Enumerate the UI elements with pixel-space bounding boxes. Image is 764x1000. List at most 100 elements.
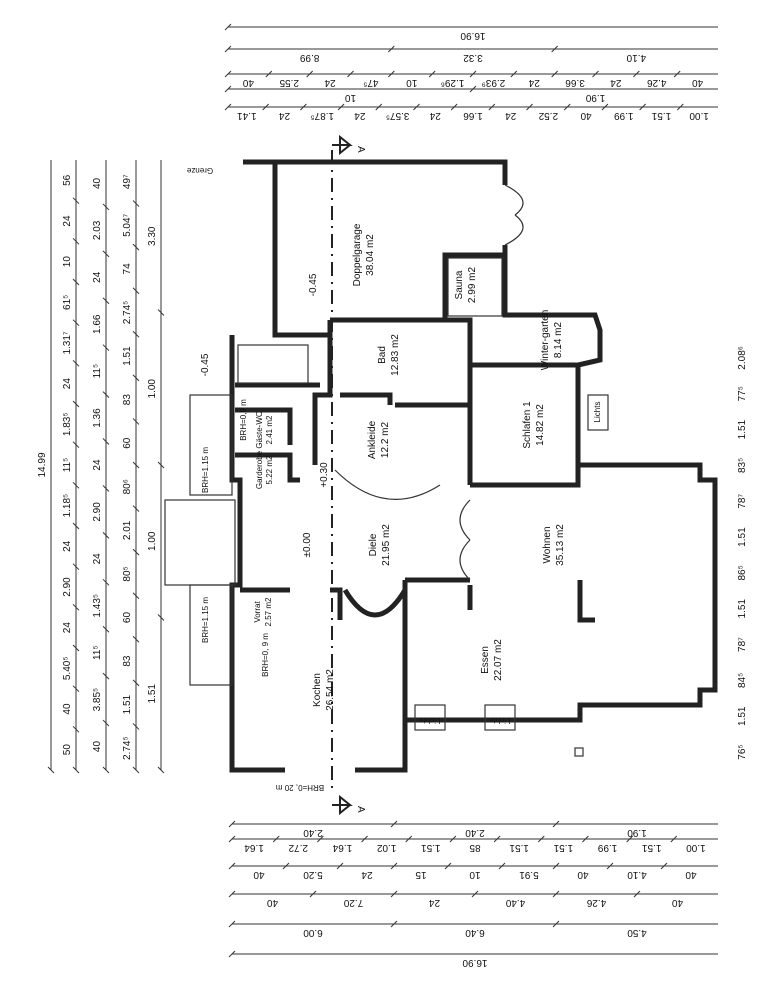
bottom-dimension-label: 16.90 (462, 957, 487, 968)
bottom-dimension-label: 40 (672, 897, 684, 908)
entrance-landing (164, 499, 236, 586)
left-dimension-label: 10 (62, 256, 73, 268)
staircase (334, 469, 441, 501)
dimension-tick (47, 766, 55, 774)
room-name-kochen: Kochen (312, 673, 323, 707)
left-dimension-label: 40 (62, 703, 73, 715)
left-dimension-label: 24 (92, 553, 103, 565)
top-dimension-label: 1.90 (585, 92, 605, 103)
bottom-dimension-label: 1.51 (421, 842, 441, 853)
entrance-steps-lower (189, 584, 233, 686)
bottom-dimension-label: 15 (415, 869, 427, 880)
dimension-tick (102, 532, 110, 539)
left-dimension-label: 50 (62, 744, 73, 756)
top-dimension-label: 1.29⁶ (441, 77, 465, 88)
top-dimension-label: 24 (610, 77, 622, 88)
dimension-tick (526, 103, 533, 111)
dimension-tick (537, 835, 545, 843)
top-dimension-label: 2.55 (279, 77, 299, 88)
dimension-tick (551, 70, 559, 78)
dimension-tick (390, 862, 398, 870)
left-dimension-label: 2.74⁵ (122, 736, 133, 760)
dimension-tick (552, 820, 560, 828)
dimension-tick (224, 45, 232, 53)
dimension-tick (228, 890, 236, 898)
room-name-wohnen: Wohnen (542, 526, 553, 563)
dimension-tick (72, 603, 80, 611)
dimension-tick (102, 578, 110, 586)
right-dimension-label: 84⁵ (737, 673, 748, 688)
dimension-tick (413, 103, 420, 111)
top-dimension-label: 2.52 (538, 110, 558, 121)
dimension-tick (262, 103, 270, 111)
dimension-tick (102, 250, 110, 258)
dimension-tick (552, 890, 560, 898)
dimension-tick (132, 330, 140, 338)
dimension-tick (676, 103, 684, 111)
left-dimension-label: 24 (62, 215, 73, 227)
level-outside: -0.45 (200, 353, 211, 376)
left-dimension-label: 1.36 (92, 408, 103, 428)
dimension-tick (72, 237, 80, 245)
top-dimension-label: 3.66 (565, 77, 585, 88)
top-dimension-label: 10 (406, 77, 418, 88)
dimension-tick (582, 835, 589, 843)
dimension-tick (405, 835, 413, 843)
dimension-tick (102, 297, 110, 305)
dimension-tick (510, 70, 518, 78)
left-dimension-label: 56 (62, 174, 73, 186)
left-dimension-label: 2.74⁵ (122, 301, 133, 325)
bottom-dimension-label: 85 (469, 842, 481, 853)
bottom-dimension-label: 1.51 (509, 842, 529, 853)
top-dimension-label: 40 (692, 77, 704, 88)
dimension-tick (309, 890, 317, 898)
top-dimension-label: 40 (580, 110, 592, 121)
dimension-tick (552, 920, 560, 928)
dimension-tick (132, 418, 140, 425)
top-dimension-label: 24 (505, 110, 517, 121)
bottom-dimension-label: 1.64 (244, 842, 264, 853)
room-area-garage: 38.04 m2 (365, 234, 376, 276)
stairs-down (237, 344, 309, 384)
bottom-dimension-label: 6.40 (465, 927, 485, 938)
dimension-tick (375, 103, 383, 111)
dimension-tick (265, 70, 273, 78)
dimension-tick (102, 672, 110, 680)
left-dimension-label: 14.99 (37, 452, 48, 477)
dimension-tick (626, 835, 633, 843)
bottom-dimension-label: 2.40 (303, 827, 323, 838)
left-dimension-label: 1.51 (147, 684, 158, 704)
walls (164, 159, 718, 773)
dimension-tick (670, 835, 678, 843)
left-dimension-label: 5.40⁵ (62, 657, 73, 681)
left-dimension-label: 1.18⁵ (62, 494, 73, 518)
top-dimension-label: 1.41 (237, 110, 257, 121)
dimension-tick (102, 438, 110, 445)
room-area-gaeste-wc: 2.41 m2 (265, 415, 274, 444)
right-dimension-label: 2.08⁶ (737, 346, 748, 370)
bottom-dimension-label: 2.40 (465, 827, 485, 838)
left-dimension-label: 2.03 (92, 220, 103, 240)
top-dimension-label: 4.26 (647, 77, 667, 88)
room-area-essen: 22.07 m2 (493, 639, 504, 681)
left-dimension-label: 2.90 (92, 502, 103, 522)
right-dimension-label: 78⁷ (737, 494, 748, 509)
right-dimension-label: 86⁵ (737, 565, 748, 580)
dimension-tick (72, 766, 80, 774)
top-dimension-label: 1.51 (651, 110, 671, 121)
dimension-tick (361, 835, 368, 843)
room-area-kochen: 26.54 m2 (325, 669, 336, 711)
top-dimension-label: 1.66 (463, 110, 483, 121)
right-dimension-label: 1.51 (737, 419, 748, 439)
dimension-tick (132, 200, 140, 207)
dimension-tick (387, 45, 395, 53)
left-dimension-label: 40 (92, 741, 103, 753)
left-dimension-label: 1.31⁷ (62, 331, 73, 354)
room-name-ankleide: Ankleide (367, 420, 378, 459)
left-dimension-label: 1.00 (147, 379, 158, 399)
entrance-steps-upper (189, 394, 233, 496)
dimension-tick (224, 103, 232, 111)
left-dimension-label: 1.43⁵ (92, 594, 103, 618)
dimension-tick (390, 820, 398, 828)
dimension-tick (282, 862, 290, 870)
